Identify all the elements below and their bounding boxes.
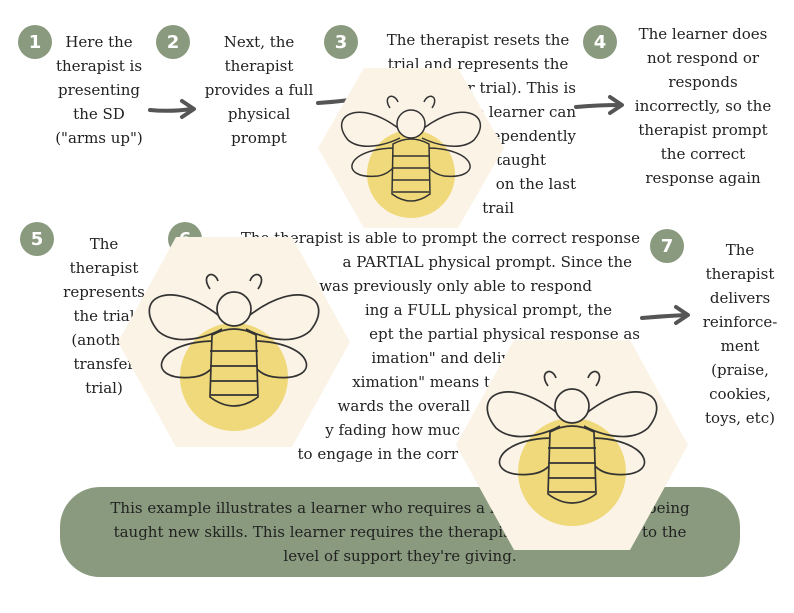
step-6-line: y fading how muc bbox=[325, 421, 460, 439]
step-2-line: therapist bbox=[224, 57, 294, 75]
step-6-line: The therapist is able to prompt the corr… bbox=[240, 229, 640, 247]
step-4-line: The learner does bbox=[638, 25, 768, 43]
bee-hexagon-icon bbox=[118, 237, 350, 447]
step-3-badge: 3 bbox=[324, 25, 358, 59]
step-3-line: on the last bbox=[495, 175, 576, 193]
step-4-badge: 4 bbox=[583, 25, 617, 59]
arrow-right-icon bbox=[640, 305, 690, 325]
step-6-line: a PARTIAL physical prompt. Since the bbox=[342, 253, 632, 271]
step-6-line: to engage in the corr bbox=[297, 445, 459, 463]
summary-line-3: level of support they're giving. bbox=[283, 547, 517, 565]
step-2-line: Next, the bbox=[223, 33, 295, 51]
bee-hexagon-icon bbox=[456, 340, 688, 550]
step-7-badge: 7 bbox=[650, 229, 684, 263]
step-6-line: ept the partial physical response as bbox=[369, 325, 640, 343]
step-3-line: taught bbox=[496, 151, 546, 169]
step-1-number: 1 bbox=[28, 31, 42, 53]
step-5-badge: 5 bbox=[20, 222, 54, 256]
step-4-line: not respond or bbox=[646, 49, 760, 67]
step-7-text: The therapist delivers reinforce- ment (… bbox=[690, 238, 790, 430]
step-4-number: 4 bbox=[593, 31, 607, 53]
step-7-line: delivers bbox=[709, 289, 771, 307]
step-7-line: The bbox=[725, 241, 755, 259]
step-6-line: imation" and deliv bbox=[371, 349, 510, 367]
step-4-line: response again bbox=[645, 169, 761, 187]
step-1-badge: 1 bbox=[18, 25, 52, 59]
step-3-line: the learner can bbox=[459, 103, 576, 121]
step-6-line: ing a FULL physical prompt, the bbox=[364, 301, 612, 319]
step-1-line: ("arms up") bbox=[55, 129, 143, 147]
step-5-number: 5 bbox=[30, 228, 44, 250]
step-2-line: physical bbox=[227, 105, 291, 123]
step-5-text: The therapist represents the trial (anot… bbox=[56, 232, 152, 400]
bee-hexagon-icon bbox=[318, 68, 504, 228]
step-5-line: represents bbox=[63, 283, 145, 301]
step-2-line: provides a full bbox=[204, 81, 314, 99]
step-3-line: The therapist resets the bbox=[386, 31, 570, 49]
step-6-line: ximation" means t bbox=[352, 373, 490, 391]
step-4-line: incorrectly, so the bbox=[634, 97, 772, 115]
step-1-line: presenting bbox=[58, 81, 140, 99]
step-7-line: toys, etc) bbox=[705, 409, 775, 427]
step-4-line: responds bbox=[668, 73, 738, 91]
step-2-text: Next, the therapist provides a full phys… bbox=[196, 30, 322, 150]
step-2-badge: 2 bbox=[156, 25, 190, 59]
step-5-line: trial) bbox=[85, 379, 123, 397]
step-5-line: the trial bbox=[73, 307, 135, 325]
step-5-line: transfer bbox=[73, 355, 135, 373]
step-2-number: 2 bbox=[166, 31, 180, 53]
step-7-line: reinforce- bbox=[702, 313, 778, 331]
step-4-line: therapist prompt bbox=[638, 121, 768, 139]
summary-text: This example illustrates a learner who r… bbox=[110, 496, 689, 568]
step-4-line: the correct bbox=[660, 145, 746, 163]
step-3-number: 3 bbox=[334, 31, 348, 53]
step-3-line: trail bbox=[482, 199, 514, 217]
step-5-line: therapist bbox=[69, 259, 139, 277]
step-6-line: wards the overall bbox=[337, 397, 470, 415]
step-4-text: The learner does not respond or responds… bbox=[628, 22, 778, 190]
step-2-line: prompt bbox=[231, 129, 287, 147]
step-1-line: Here the bbox=[65, 33, 133, 51]
step-1-line: therapist is bbox=[55, 57, 143, 75]
step-6-text: The therapist is able to prompt the corr… bbox=[210, 226, 640, 466]
step-1-text: Here the therapist is presenting the SD … bbox=[40, 30, 158, 150]
step-7-number: 7 bbox=[660, 235, 674, 257]
arrow-right-icon bbox=[574, 95, 624, 115]
summary-fragment: taught new skills. This learner requires… bbox=[113, 523, 537, 541]
step-7-line: ment bbox=[720, 337, 760, 355]
step-7-line: cookies, bbox=[709, 385, 771, 403]
step-6-line: was previously only able to respond bbox=[319, 277, 592, 295]
summary-fragment: This example illustrates a learner who r… bbox=[110, 499, 514, 517]
step-7-line: therapist bbox=[705, 265, 775, 283]
step-7-line: (praise, bbox=[711, 361, 769, 379]
step-5-line: The bbox=[89, 235, 119, 253]
arrow-right-icon bbox=[148, 99, 196, 119]
step-1-line: the SD bbox=[73, 105, 125, 123]
